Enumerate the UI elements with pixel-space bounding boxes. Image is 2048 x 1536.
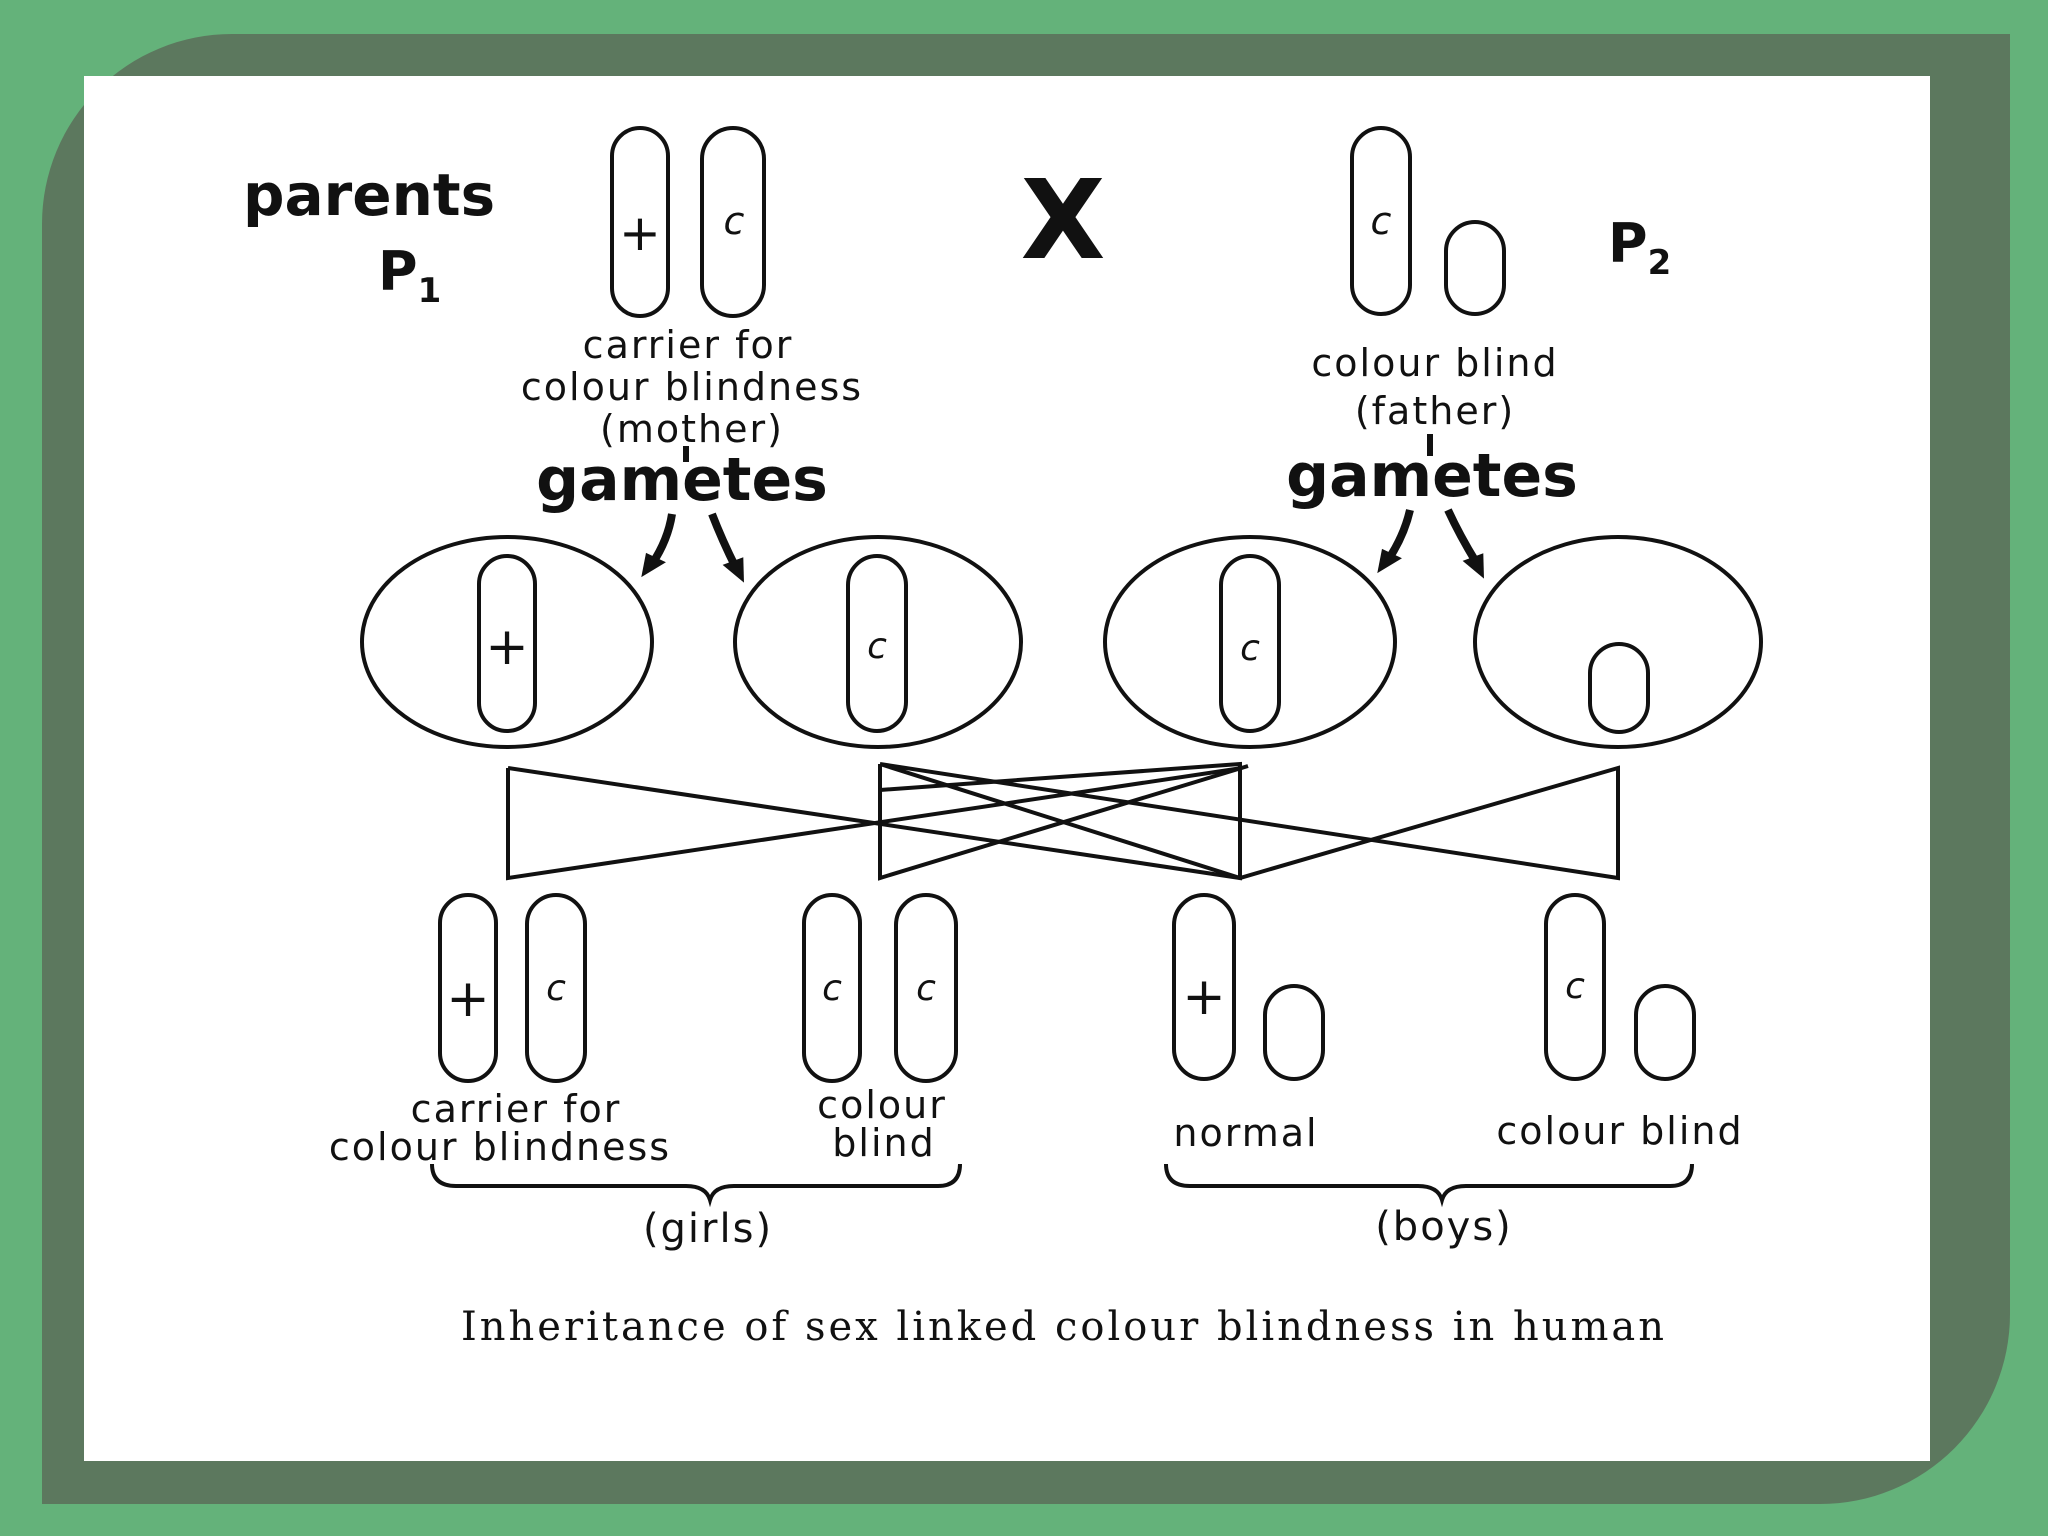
mother-desc-line1: carrier for	[583, 323, 794, 367]
p2-label: P2	[1608, 212, 1671, 283]
father-gametes-label: gametes	[1286, 441, 1578, 511]
girls-brace	[430, 1163, 962, 1208]
father-x-chromosome	[1350, 126, 1412, 316]
girl-colourblind-label-line1: colour	[817, 1083, 947, 1127]
girl-carrier-x-normal	[438, 893, 498, 1083]
gamete-egg-colourblind-allele: c	[867, 626, 887, 667]
cross-symbol: X	[1021, 156, 1106, 284]
boy-normal-label: normal	[1173, 1111, 1318, 1155]
girl-colourblind-allele1: c	[822, 968, 842, 1009]
boy-colourblind-label: colour blind	[1496, 1109, 1743, 1153]
boy-normal-allele: +	[1182, 967, 1226, 1027]
girl-carrier-x-colourblind	[525, 893, 587, 1083]
gamete-sperm-y-chromosome	[1588, 642, 1650, 734]
girl-carrier-allele-normal: +	[446, 969, 490, 1029]
mother-gametes-label: gametes	[536, 445, 828, 515]
boy-normal-y	[1263, 984, 1325, 1081]
gamete-egg-normal	[360, 535, 654, 749]
boy-colourblind-allele: c	[1565, 966, 1585, 1007]
girl-carrier-label-line1: carrier for	[411, 1087, 622, 1131]
gamete-egg-normal-chromosome	[477, 554, 537, 733]
figure-caption: Inheritance of sex linked colour blindne…	[461, 1304, 1667, 1350]
boys-group-label: (boys)	[1375, 1204, 1513, 1250]
father-desc-line1: colour blind	[1311, 341, 1558, 385]
gamete-sperm-x-allele: c	[1240, 628, 1260, 669]
mother-gamete-arrows	[641, 512, 744, 583]
mother-desc-line3: (mother)	[600, 407, 784, 451]
boy-normal-x	[1172, 893, 1236, 1081]
crossing-lines	[506, 761, 1620, 881]
girl-colourblind-allele2: c	[916, 968, 936, 1009]
girl-carrier-allele-colourblind: c	[546, 968, 566, 1009]
mother-allele-normal: +	[619, 204, 661, 262]
father-y-chromosome	[1444, 220, 1506, 316]
girl-colourblind-label-line2: blind	[832, 1121, 935, 1165]
girl-carrier-label-line2: colour blindness	[329, 1125, 671, 1169]
girl-colourblind-x1	[802, 893, 862, 1083]
father-desc-line2: (father)	[1355, 389, 1515, 433]
p1-label: P1	[378, 240, 441, 311]
gamete-egg-normal-allele: +	[485, 617, 529, 677]
gamete-egg-colourblind-chromosome	[846, 554, 908, 733]
father-allele-colourblind: c	[1371, 199, 1392, 243]
gamete-sperm-x-chromosome	[1219, 554, 1281, 733]
gamete-sperm-y	[1473, 535, 1763, 749]
mother-x-chromosome-normal	[610, 126, 670, 318]
gamete-sperm-x	[1103, 535, 1397, 749]
boy-colourblind-x	[1544, 893, 1606, 1081]
mother-allele-colourblind: c	[724, 199, 745, 243]
mother-desc-line2: colour blindness	[521, 365, 863, 409]
gamete-egg-colourblind	[733, 535, 1023, 749]
parents-label: parents	[243, 161, 495, 229]
slide-canvas	[84, 76, 1930, 1461]
girl-colourblind-x2	[894, 893, 958, 1083]
father-gamete-arrows	[1377, 508, 1484, 579]
boy-colourblind-y	[1634, 984, 1696, 1081]
girls-group-label: (girls)	[643, 1206, 773, 1252]
boys-brace	[1164, 1163, 1694, 1208]
mother-x-chromosome-colourblind	[700, 126, 766, 318]
